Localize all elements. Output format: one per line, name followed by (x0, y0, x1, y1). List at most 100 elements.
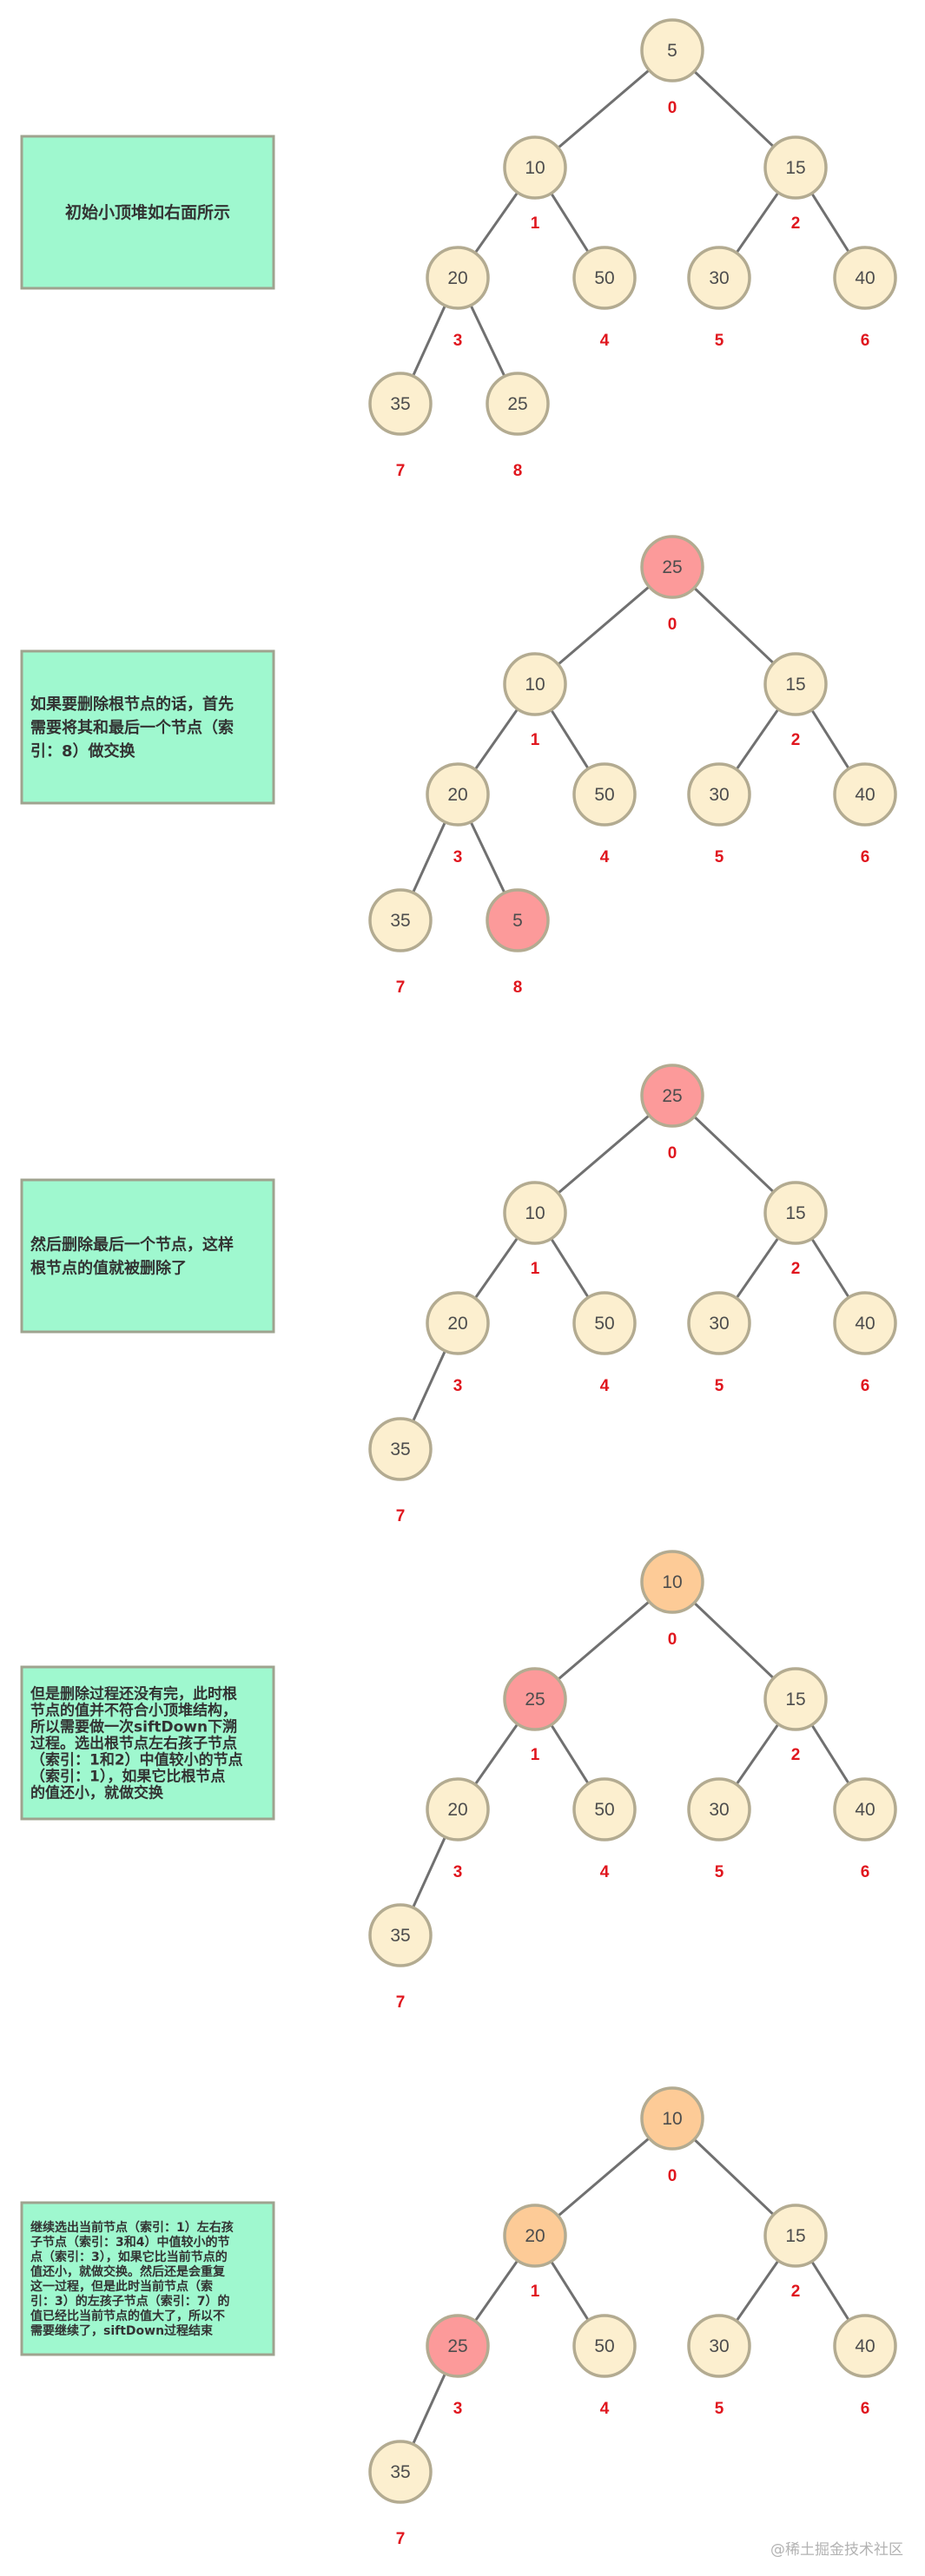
heap-node: 152 (763, 135, 828, 233)
heap-node: 203 (426, 762, 490, 866)
heap-node: 100 (640, 1550, 704, 1649)
heap-node: 20 1 (503, 2204, 567, 2301)
note-line: （索引：1），如果它比根节点 (30, 1767, 225, 1785)
note-line: 值已经比当前节点的值大了，所以不 (30, 2309, 225, 2323)
heap-node-circle (833, 2314, 897, 2378)
heap-node-index: 8 (513, 978, 523, 997)
heap-node-circle (687, 246, 751, 310)
note-line: 所以需要做一次siftDown下溯 (30, 1717, 237, 1736)
heap-node: 15 2 (763, 1181, 828, 1278)
note-box: 继续选出当前节点（索引：1）左右孩子节点（索引：3和4）中值较小的节点（索引：3… (20, 2201, 275, 2356)
heap-node-circle (426, 246, 490, 310)
heap-node-circle (640, 1064, 704, 1128)
heap-node: 406 (833, 2314, 897, 2418)
heap-node-index: 7 (396, 462, 406, 480)
heap-node-circle (503, 1667, 567, 1731)
heap-node: 101 (503, 135, 567, 233)
heap-node-circle (640, 1550, 704, 1614)
heap-node-value: 15 (785, 2226, 805, 2246)
note-line: 需要继续了，siftDown过程结束 (30, 2323, 214, 2338)
note-line: 但是删除过程还没有完，此时根 (30, 1684, 237, 1703)
note-line: 节点的值并不符合小顶堆结构， (30, 1701, 237, 1719)
heap-node-value: 20 (447, 1314, 467, 1334)
heap-node-circle (687, 2314, 751, 2378)
heap-node-circle (833, 1777, 897, 1841)
heap-node: 357 (368, 1417, 433, 1525)
heap-node: 50 4 (572, 1777, 637, 1881)
heap-node: 357 (368, 888, 433, 997)
heap-node: 504 (572, 1291, 637, 1395)
heap-node-value: 20 (447, 1800, 467, 1820)
heap-node-circle (687, 1777, 751, 1841)
note-line: 引：3）的左孩子节点（索引：7）的 (30, 2294, 229, 2309)
heap-node-circle (368, 1417, 433, 1481)
heap-node-index: 4 (600, 332, 610, 350)
heap-node-value: 10 (525, 158, 545, 178)
heap-node-index: 2 (791, 2283, 801, 2301)
heap-node: 305 (687, 1291, 751, 1395)
heap-node-circle (833, 762, 897, 827)
heap-node-index: 3 (453, 2400, 463, 2418)
heap-node-value: 15 (785, 1203, 805, 1223)
note-background (20, 2201, 275, 2356)
heap-node-index: 2 (791, 1260, 801, 1278)
heap-node-circle (763, 135, 828, 200)
heap-node-value: 40 (855, 785, 875, 805)
heap-node: 58 (486, 888, 550, 997)
heap-node-index: 4 (600, 1863, 610, 1881)
heap-node-index: 1 (531, 2283, 540, 2301)
heap-node-index: 0 (668, 2167, 677, 2185)
heap-node: 504 (572, 762, 637, 866)
heap-node-value: 35 (390, 1440, 410, 1459)
heap-node-value: 40 (855, 268, 875, 288)
heap-node: 406 (833, 246, 897, 350)
heap-node-index: 8 (513, 462, 523, 480)
heap-node-circle (640, 2086, 704, 2151)
note-line: 继续选出当前节点（索引：1）左右孩 (30, 2220, 234, 2235)
heap-node-value: 30 (709, 1800, 729, 1820)
note-background (20, 1178, 275, 1334)
heap-node-value: 20 (525, 2226, 545, 2246)
heap-node-value: 50 (594, 1800, 614, 1820)
heap-node-index: 4 (600, 2400, 610, 2418)
heap-node-index: 3 (453, 1377, 463, 1395)
heap-node-index: 3 (453, 1863, 463, 1881)
heap-node: 504 (572, 2314, 637, 2418)
heap-node-value: 15 (785, 1690, 805, 1710)
heap-node-index: 1 (531, 731, 540, 749)
heap-node-circle (572, 1777, 637, 1841)
heap-node-value: 25 (447, 2336, 467, 2356)
note-line: 点（索引：3），如果它比当前节点的 (30, 2250, 228, 2264)
heap-node-value: 50 (594, 785, 614, 805)
heap-node: 258 (486, 372, 550, 480)
heap-node-circle (640, 535, 704, 599)
heap-node-circle (833, 1291, 897, 1355)
heap-node-value: 10 (662, 1572, 682, 1592)
note-line: 子节点（索引：3和4）中值较小的节 (30, 2235, 229, 2250)
heap-node-index: 5 (715, 1863, 724, 1881)
heap-node: 50 (640, 18, 704, 117)
heap-node-index: 5 (715, 2400, 724, 2418)
heap-node: 152 (763, 652, 828, 749)
heap-node-value: 50 (594, 268, 614, 288)
heap-node: 30 5 (687, 1777, 751, 1881)
heap-node-index: 4 (600, 1377, 610, 1395)
heap-node-value: 20 (447, 268, 467, 288)
heap-node-circle (503, 1181, 567, 1245)
note-background (20, 135, 275, 290)
note-line: 如果要删除根节点的话，首先 (30, 695, 234, 714)
heap-node-circle (368, 2440, 433, 2504)
note-line: 过程。选出根节点左右孩子节点 (30, 1734, 237, 1752)
heap-node: 250 (640, 1064, 704, 1163)
heap-node-index: 2 (791, 214, 801, 233)
heap-node-value: 20 (447, 785, 467, 805)
note-line: 需要将其和最后一个节点（索 (30, 718, 234, 737)
note-line: 的值还小，就做交换 (30, 1783, 164, 1802)
heap-node-circle (572, 2314, 637, 2378)
heap-node: 100 (640, 2086, 704, 2185)
heap-node-value: 35 (390, 394, 410, 414)
heap-node-index: 7 (396, 978, 406, 997)
heap-node-circle (486, 372, 550, 436)
heap-node: 15 2 (763, 2204, 828, 2301)
